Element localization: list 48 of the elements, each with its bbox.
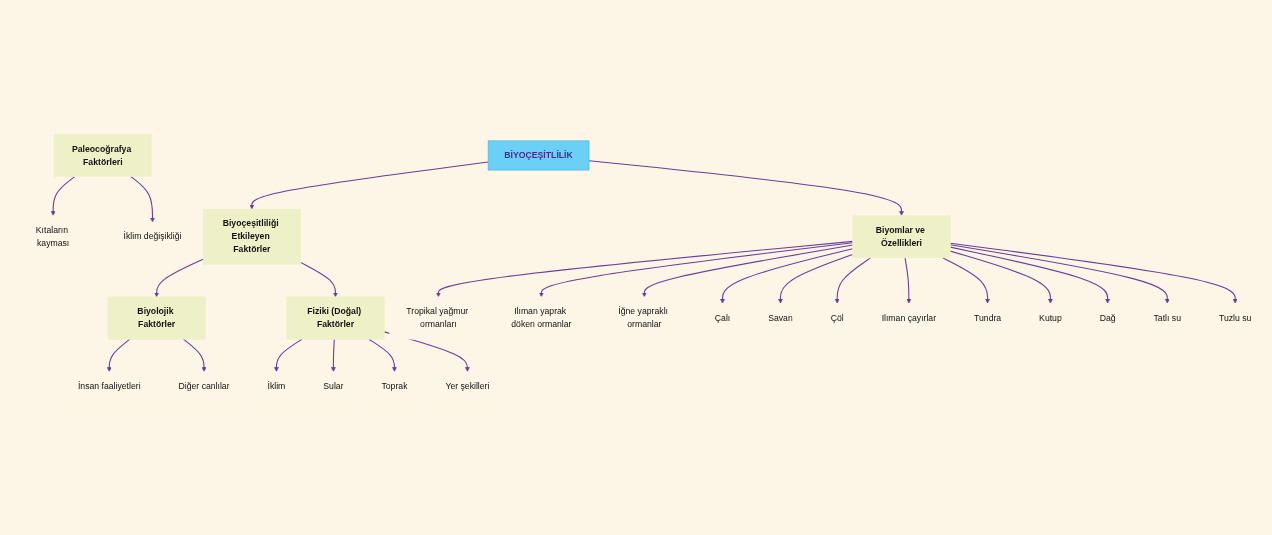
node-text: Çalı xyxy=(714,313,731,323)
node-box: BİYOÇEŞİTLİLİK xyxy=(487,140,590,171)
arrow xyxy=(641,244,854,297)
arrow xyxy=(834,257,872,304)
arrow xyxy=(720,248,854,304)
arrow xyxy=(182,338,207,372)
node-text: Sular xyxy=(323,381,344,391)
node-text: Ilıman çayırlar xyxy=(881,313,937,323)
arrow xyxy=(106,338,131,372)
node-text: Savan xyxy=(768,313,793,323)
arrow xyxy=(949,246,1111,304)
node-text: Tatlı su xyxy=(1153,313,1181,323)
node-text: İğne yapraklı ormanlar xyxy=(618,306,668,329)
arrow xyxy=(300,261,338,297)
arrow xyxy=(588,159,904,216)
arrow xyxy=(368,338,397,372)
node-text: Tuzlu su xyxy=(1218,313,1252,323)
node-text: Toprak xyxy=(381,381,408,391)
node-text: İnsan faaliyetleri xyxy=(77,381,141,391)
arrow xyxy=(130,175,155,223)
arrow xyxy=(778,253,854,304)
arrow xyxy=(249,161,489,210)
node-box: Biyolojik Faktörler xyxy=(107,296,206,340)
arrow xyxy=(154,258,204,297)
node-text: İklim xyxy=(267,381,286,391)
node-text: Ilıman yaprak döken ormanlar xyxy=(511,306,572,329)
arrow xyxy=(949,250,1053,304)
arrow xyxy=(904,257,912,304)
arrow xyxy=(949,242,1238,304)
node-box: Paleocoğrafya Faktörleri xyxy=(53,133,152,177)
node-text: Diğer canlılar xyxy=(178,381,230,391)
node-box: Fiziki (Doğal) Faktörler xyxy=(286,296,385,340)
node-text: Dağ xyxy=(1099,313,1116,323)
node-text: İklim değişikliği xyxy=(123,231,182,241)
node-text: Yer şekilleri xyxy=(445,381,490,391)
node-box: Biyoçeşitliliği Etkileyen Faktörler xyxy=(202,208,301,265)
arrow xyxy=(539,242,854,297)
node-text: Kıtaların kayması xyxy=(35,225,70,248)
node-text: Kutup xyxy=(1039,313,1062,323)
arrow xyxy=(50,175,76,216)
node-box: Biyomlar ve Özellikleri xyxy=(852,215,951,258)
node-text: Çöl xyxy=(830,313,844,323)
arrow xyxy=(274,338,303,372)
arrow xyxy=(942,257,990,304)
arrow xyxy=(949,244,1170,304)
arrow xyxy=(331,338,336,372)
node-text: Tundra xyxy=(974,313,1002,323)
arrow xyxy=(436,240,854,297)
